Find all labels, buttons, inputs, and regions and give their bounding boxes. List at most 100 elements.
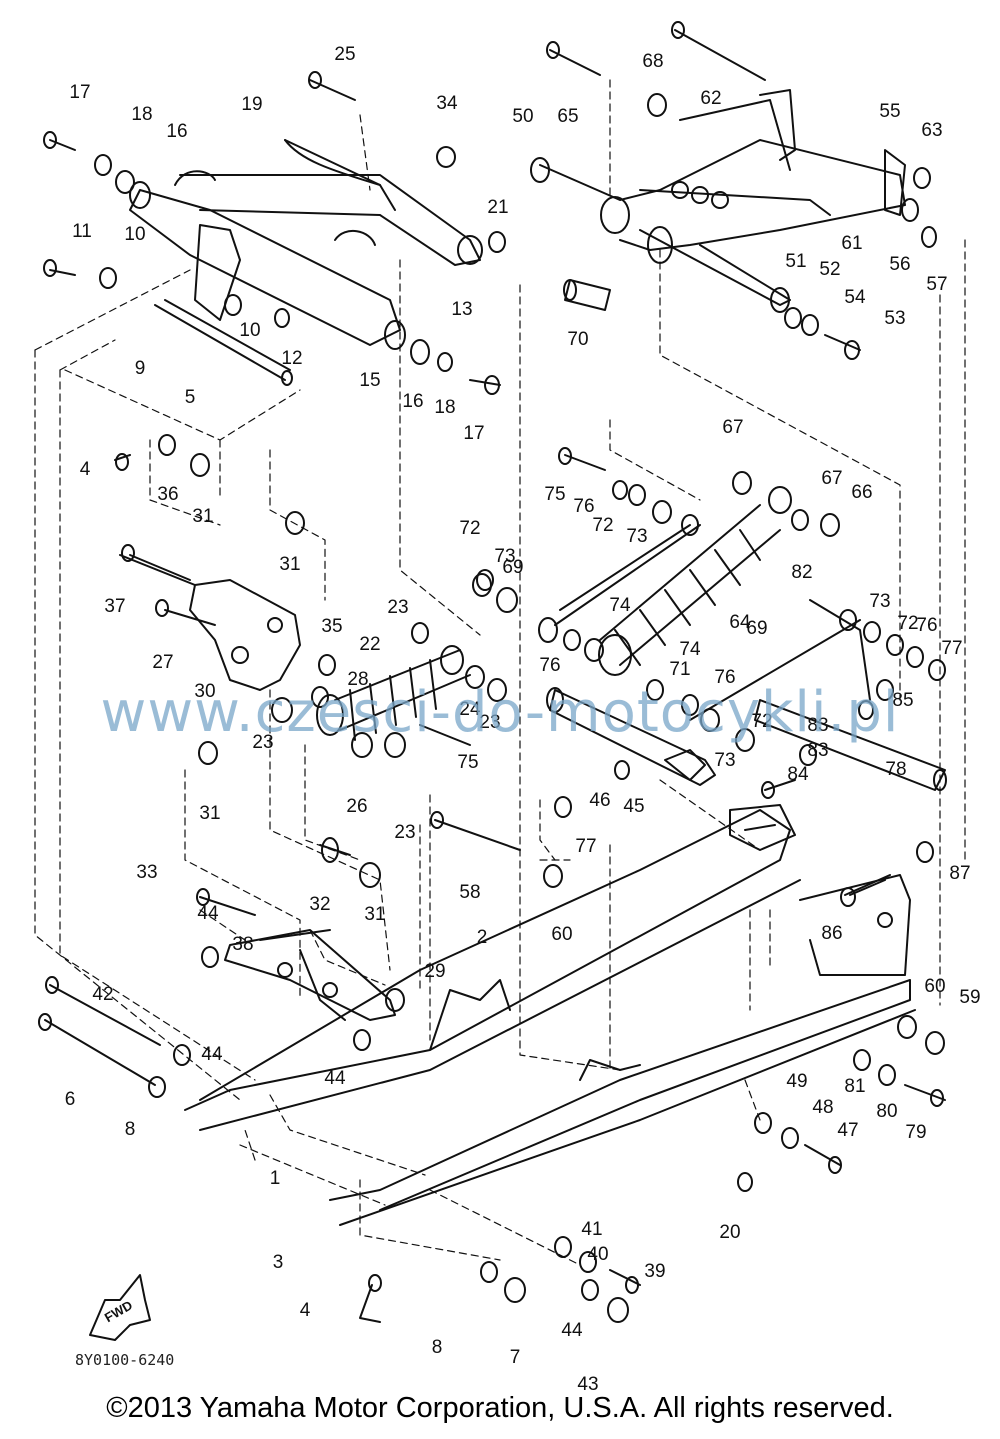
left-slide-rail: [184, 804, 801, 1131]
part-number-label: 84: [787, 764, 809, 785]
part-number-label: 55: [879, 101, 900, 122]
part-number-label: 72: [751, 711, 772, 732]
rear-pivot-arm: [530, 89, 919, 313]
part-number-label: 53: [884, 308, 905, 329]
part-number-label: 43: [577, 1374, 598, 1395]
front-shock-absorber: [316, 645, 471, 741]
part-number-label: 5: [185, 387, 196, 408]
part-number-label: 74: [609, 595, 631, 616]
part-number-label: 18: [131, 104, 152, 125]
part-number-label: 61: [841, 233, 862, 254]
part-number-label: 6: [65, 1089, 76, 1110]
part-number-label: 10: [124, 224, 145, 245]
part-number-label: 46: [589, 790, 610, 811]
part-number-label: 68: [642, 51, 663, 72]
part-number-label: 11: [72, 221, 92, 242]
part-number-label: 81: [844, 1076, 865, 1097]
part-number-label: 35: [321, 616, 342, 637]
part-number-label: 67: [821, 468, 842, 489]
part-number-label: 57: [926, 274, 947, 295]
part-number-label: 27: [152, 652, 173, 673]
part-number-label: 32: [309, 894, 330, 915]
part-number-label: 16: [402, 391, 423, 412]
part-number-label: 72: [459, 518, 480, 539]
part-number-label: 9: [135, 358, 146, 379]
part-number-label: 58: [459, 882, 480, 903]
part-number-label: 31: [192, 506, 213, 527]
watermark: www.czesci-do-motocykli.pl: [100, 680, 900, 745]
part-number-label: 69: [746, 618, 767, 639]
part-number-label: 23: [387, 597, 408, 618]
drawing-code: 8Y0100-6240: [75, 1351, 174, 1369]
part-number-label: 23: [479, 712, 500, 733]
part-number-label: 44: [197, 903, 219, 924]
part-number-label: 77: [941, 638, 962, 659]
part-number-label: 21: [487, 197, 508, 218]
part-number-label: 8: [432, 1337, 443, 1358]
part-number-label: 51: [785, 251, 806, 272]
part-number-label: 60: [924, 976, 945, 997]
part-number-label: 44: [201, 1044, 223, 1065]
part-number-label: 50: [512, 106, 533, 127]
part-number-label: 72: [592, 515, 613, 536]
part-number-label: 8: [125, 1119, 136, 1140]
part-number-label: 64: [729, 612, 751, 633]
part-number-label: 59: [959, 987, 980, 1008]
part-number-label: 77: [575, 836, 596, 857]
part-number-label: 49: [786, 1071, 807, 1092]
lower-cross-shaft: [546, 599, 947, 791]
part-number-label: 56: [889, 254, 910, 275]
part-number-label: 76: [916, 615, 937, 636]
part-number-label: 3: [273, 1252, 284, 1273]
part-number-label: 48: [812, 1097, 833, 1118]
part-number-label: 15: [359, 370, 380, 391]
part-number-label: 31: [199, 803, 220, 824]
part-number-label: 30: [194, 681, 215, 702]
part-number-label: 69: [502, 557, 523, 578]
part-number-label: 41: [581, 1219, 602, 1240]
part-number-label: 44: [324, 1068, 346, 1089]
part-number-label: 79: [905, 1122, 926, 1143]
part-number-label: 31: [364, 904, 385, 925]
part-number-label: 24: [459, 699, 481, 720]
part-number-label: 13: [451, 299, 472, 320]
part-number-label: 40: [587, 1244, 608, 1265]
part-number-label: 39: [644, 1261, 665, 1282]
fwd-label: FWD: [102, 1297, 135, 1325]
part-number-label: 83: [807, 715, 828, 736]
part-number-label: 67: [722, 417, 743, 438]
copyright-notice: ©2013 Yamaha Motor Corporation, U.S.A. A…: [106, 1392, 894, 1424]
part-number-label: 86: [821, 923, 842, 944]
part-number-label: 54: [844, 287, 866, 308]
part-number-label: 26: [346, 796, 367, 817]
part-number-label: 60: [551, 924, 572, 945]
part-number-label: 76: [714, 667, 735, 688]
part-number-label: 37: [104, 596, 125, 617]
part-number-label: 76: [573, 496, 594, 517]
part-number-label: 23: [252, 732, 273, 753]
part-number-label: 34: [436, 93, 458, 114]
part-number-label: 18: [434, 397, 455, 418]
part-number-label: 66: [851, 482, 872, 503]
part-number-label: 44: [561, 1320, 583, 1341]
part-number-label: 12: [281, 348, 302, 369]
part-number-label: 25: [334, 44, 355, 65]
part-number-label: 1: [270, 1168, 281, 1189]
fasteners: [38, 21, 946, 1323]
part-number-label: 22: [359, 634, 380, 655]
part-number-label: 62: [700, 88, 721, 109]
part-number-label: 76: [539, 655, 560, 676]
part-number-label: 16: [166, 121, 187, 142]
part-number-label: 23: [394, 822, 415, 843]
part-number-label: 83: [807, 740, 828, 761]
part-drawings: [34, 21, 966, 1341]
part-number-label: 73: [626, 526, 647, 547]
part-number-label: 73: [869, 591, 890, 612]
part-number-label: 75: [457, 752, 478, 773]
part-number-label: 28: [347, 669, 368, 690]
part-number-label: 29: [424, 961, 445, 982]
leader-lines: [34, 79, 966, 1266]
part-number-label: 19: [241, 94, 262, 115]
